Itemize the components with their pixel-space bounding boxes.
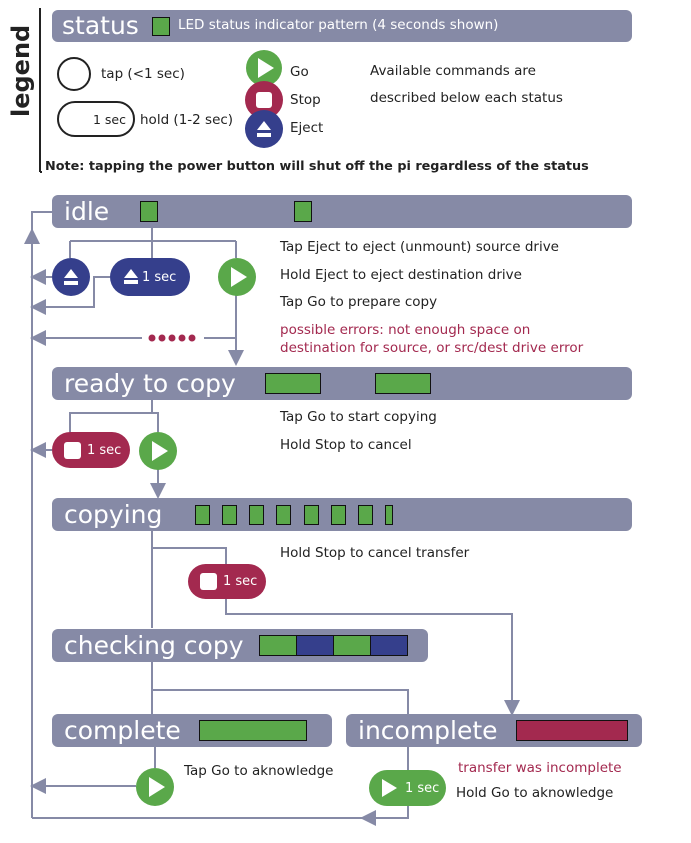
state-title-ready: ready to copy <box>64 369 236 398</box>
ready-tap-go-button[interactable] <box>139 432 177 470</box>
ready-hold-stop-button[interactable]: 1 sec <box>52 432 130 468</box>
copying-led-5 <box>304 505 319 525</box>
checking-led-3 <box>333 635 371 656</box>
eject-label: Eject <box>290 120 324 136</box>
state-bar-copying: copying <box>52 498 632 531</box>
incomplete-led-1 <box>516 720 628 741</box>
commands-line-2: described below each status <box>370 90 563 106</box>
idle-led-1 <box>140 201 158 222</box>
copying-led-1 <box>195 505 210 525</box>
commands-line-1: Available commands are <box>370 63 536 79</box>
hold-stop-text: 1 sec <box>87 442 122 458</box>
hold-eject-text: 1 sec <box>142 269 177 285</box>
hold-symbol: 1 sec <box>57 101 135 137</box>
legend-vertical-label: legend <box>7 24 35 117</box>
eject-icon <box>245 110 283 148</box>
stop-icon <box>64 441 81 459</box>
complete-tap-go-button[interactable] <box>136 768 174 806</box>
copying-led-7 <box>358 505 373 525</box>
idle-error-line-2: destination for source, or src/dest driv… <box>280 340 584 356</box>
legend-status-caption: LED status indicator pattern (4 seconds … <box>178 17 499 33</box>
go-label: Go <box>290 64 309 80</box>
hold-symbol-text: 1 sec <box>92 111 126 127</box>
state-bar-checking: checking copy <box>52 629 428 662</box>
legend-status-bar: status LED status indicator pattern (4 s… <box>52 10 632 42</box>
ready-led-2 <box>375 373 431 394</box>
idle-tap-go-button[interactable] <box>218 258 256 296</box>
state-bar-idle: idle <box>52 195 632 228</box>
incomplete-error-line: transfer was incomplete <box>458 760 622 776</box>
idle-tap-eject-button[interactable] <box>52 258 90 296</box>
state-bar-complete: complete <box>52 714 332 747</box>
ready-instruction-1: Tap Go to start copying <box>280 409 437 425</box>
incomplete-instruction-1: Hold Go to aknowledge <box>456 785 614 801</box>
copying-led-6 <box>331 505 346 525</box>
complete-instruction-1: Tap Go to aknowledge <box>184 763 334 779</box>
idle-instruction-3: Tap Go to prepare copy <box>280 294 438 310</box>
hold-label: hold (1-2 sec) <box>140 112 234 128</box>
go-icon <box>382 779 397 797</box>
stop-label: Stop <box>290 92 321 108</box>
idle-led-2 <box>294 201 312 222</box>
copying-led-2 <box>222 505 237 525</box>
incomplete-hold-go-button[interactable]: 1 sec <box>369 770 446 806</box>
copying-hold-stop-button[interactable]: 1 sec <box>188 564 266 599</box>
complete-led-1 <box>199 720 307 741</box>
state-bar-ready: ready to copy <box>52 367 632 400</box>
state-title-complete: complete <box>64 716 181 745</box>
idle-instruction-1: Tap Eject to eject (unmount) source driv… <box>280 239 559 255</box>
copying-instruction-1: Hold Stop to cancel transfer <box>280 545 470 561</box>
ready-led-1 <box>265 373 321 394</box>
idle-hold-eject-button[interactable]: 1 sec <box>110 258 190 296</box>
state-title-copying: copying <box>64 500 163 529</box>
power-note: Note: tapping the power button will shut… <box>45 159 589 174</box>
tap-symbol <box>57 57 91 91</box>
hold-stop-text: 1 sec <box>223 574 258 589</box>
state-title-checking: checking copy <box>64 631 244 660</box>
state-title-incomplete: incomplete <box>358 716 498 745</box>
copying-led-4 <box>276 505 291 525</box>
idle-error-line-1: possible errors: not enough space on <box>280 322 531 338</box>
checking-led-4 <box>370 635 408 656</box>
checking-led-2 <box>296 635 334 656</box>
tap-label: tap (<1 sec) <box>101 66 185 82</box>
legend-status-title: status <box>62 11 139 40</box>
copying-led-8 <box>385 505 393 525</box>
stop-icon <box>200 573 217 590</box>
hold-go-text: 1 sec <box>405 780 440 796</box>
state-title-idle: idle <box>64 197 110 226</box>
state-bar-incomplete: incomplete <box>346 714 642 747</box>
ready-instruction-2: Hold Stop to cancel <box>280 437 412 453</box>
eject-icon <box>124 269 138 284</box>
copying-led-3 <box>249 505 264 525</box>
checking-led-1 <box>259 635 297 656</box>
go-icon <box>246 50 282 86</box>
legend-led-sample <box>152 17 170 36</box>
idle-instruction-2: Hold Eject to eject destination drive <box>280 267 522 283</box>
